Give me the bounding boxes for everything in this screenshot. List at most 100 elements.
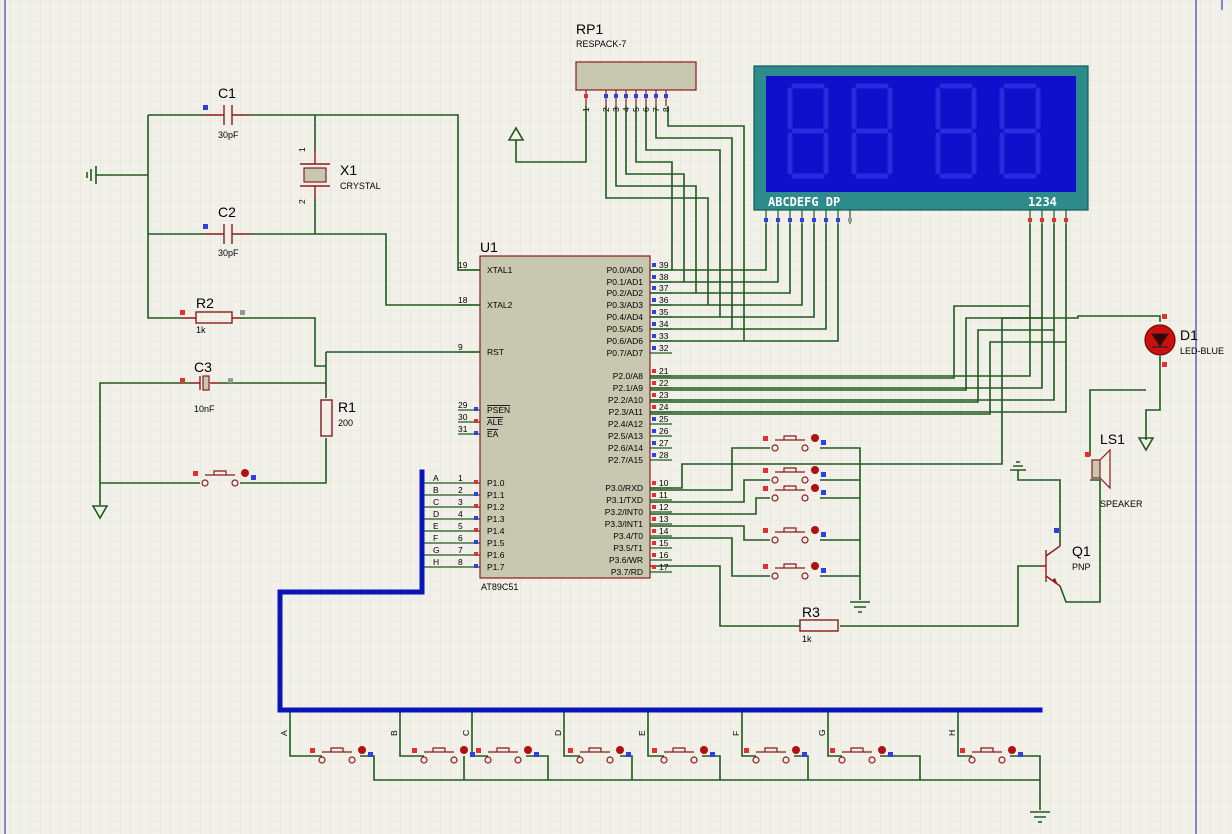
rp1-pin-number: 6 bbox=[641, 107, 651, 112]
bottom-bus-label: E bbox=[637, 730, 647, 736]
x1-ref: X1 bbox=[340, 162, 357, 178]
p3-2-button[interactable] bbox=[763, 466, 826, 484]
key-button-b[interactable] bbox=[412, 746, 475, 764]
key-button-a[interactable] bbox=[310, 746, 373, 764]
bus-label: H bbox=[433, 557, 439, 567]
q1-ref: Q1 bbox=[1072, 543, 1091, 559]
bus-label: C bbox=[433, 497, 439, 507]
u1-pin-name: P0.5/AD5 bbox=[607, 324, 644, 334]
key-button-c[interactable] bbox=[476, 746, 539, 764]
u1-pin-name: P0.6/AD6 bbox=[607, 336, 644, 346]
u1-pin-name: P3.6/WR bbox=[609, 555, 643, 565]
r2-ref: R2 bbox=[196, 295, 214, 311]
capacitor-c1[interactable]: C1 30pF bbox=[203, 85, 250, 140]
led-d1[interactable]: D1 LED-BLUE bbox=[1144, 314, 1224, 367]
key-button-d[interactable] bbox=[568, 746, 631, 764]
u1-pin-name: P3.4/T0 bbox=[613, 531, 643, 541]
display-digit-labels: 1234 bbox=[1028, 195, 1057, 209]
bus-label: D bbox=[433, 509, 439, 519]
u1-pin-number: 3 bbox=[458, 497, 463, 507]
rp1-pin-number: 3 bbox=[611, 107, 621, 112]
u1-pin-number: 36 bbox=[659, 295, 669, 305]
crystal-x1[interactable]: X1 CRYSTAL 1 2 bbox=[297, 147, 381, 204]
p3-3-button[interactable] bbox=[763, 484, 826, 502]
wires bbox=[99, 106, 1161, 810]
p3-4-button[interactable] bbox=[763, 526, 826, 544]
p3-5-button[interactable] bbox=[763, 562, 826, 580]
bottom-bus-label: A bbox=[279, 730, 289, 736]
rp1-ref: RP1 bbox=[576, 21, 603, 37]
capacitor-c3[interactable]: C3 10nF bbox=[180, 359, 233, 414]
bus-stubs bbox=[424, 482, 458, 568]
ground-reset bbox=[91, 505, 109, 520]
u1-pin-number: 33 bbox=[659, 331, 669, 341]
key-button-f[interactable] bbox=[744, 746, 807, 764]
u1-pin-number: 1 bbox=[458, 473, 463, 483]
resistor-r2[interactable]: R2 1k bbox=[180, 295, 245, 335]
x1-pin2: 2 bbox=[297, 199, 307, 204]
speaker-ls1[interactable]: LS1 SPEAKER bbox=[1085, 431, 1143, 509]
transistor-q1[interactable]: Q1 PNP bbox=[1040, 528, 1091, 587]
reset-button[interactable] bbox=[193, 469, 256, 487]
key-button-g[interactable] bbox=[830, 746, 893, 764]
display-pins bbox=[764, 210, 1068, 224]
capacitor-c2[interactable]: C2 30pF bbox=[203, 204, 250, 258]
u1-pin-name: P3.5/T1 bbox=[613, 543, 643, 553]
seven-segment-display[interactable]: ABCDEFG DP 1234 bbox=[753, 65, 1089, 224]
key-button-e[interactable] bbox=[652, 746, 715, 764]
u1-pin-name: XTAL2 bbox=[487, 300, 513, 310]
u1-pin-number: 4 bbox=[458, 509, 463, 519]
ground-rp1 bbox=[507, 126, 525, 141]
u1-pin-name: P3.2/INT0 bbox=[605, 507, 644, 517]
resistor-r3[interactable]: R3 1k bbox=[799, 604, 839, 644]
p3-1-button[interactable] bbox=[763, 434, 826, 452]
c3-value: 10nF bbox=[194, 404, 215, 414]
r2-value: 1k bbox=[196, 325, 206, 335]
resistor-r1[interactable]: R1 200 bbox=[320, 399, 356, 437]
key-button-h[interactable] bbox=[960, 746, 1023, 764]
u1-pin-name: ALE bbox=[487, 417, 503, 427]
